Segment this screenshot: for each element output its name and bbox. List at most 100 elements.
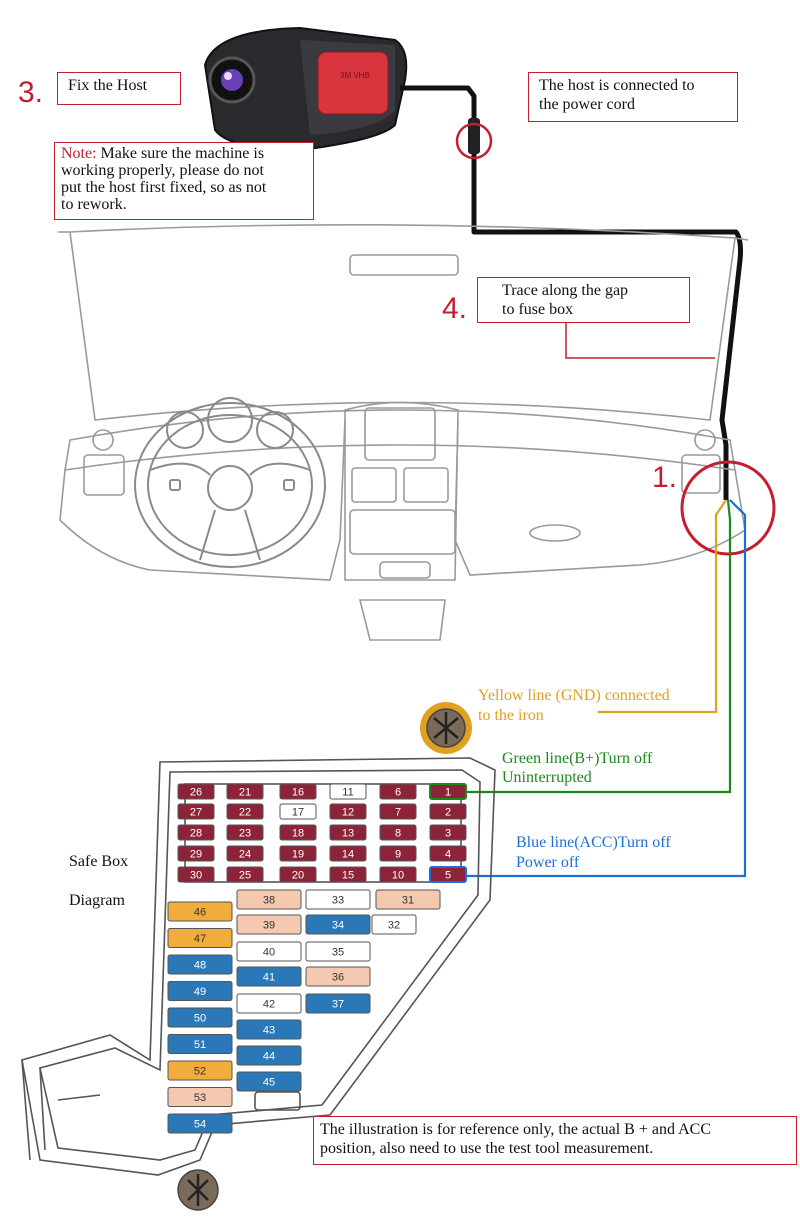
fuse-18 xyxy=(279,824,317,841)
fuse-label-1: 1 xyxy=(445,787,451,799)
fuse-38 xyxy=(236,889,302,910)
yellow-wire xyxy=(598,499,727,714)
fuse-label-28: 28 xyxy=(190,828,202,840)
fuse-51 xyxy=(167,1034,233,1054)
trace-gap-box: Trace along the gap to fuse box xyxy=(477,277,690,323)
note-line-3: put the host first fixed, so as not xyxy=(61,179,267,196)
fuse-label-39: 39 xyxy=(263,920,275,932)
fuse-11 xyxy=(329,783,367,800)
fuse-label-18: 18 xyxy=(292,828,304,840)
disclaimer-line-1: The illustration is for reference only, … xyxy=(320,1121,711,1138)
fuse-label-20: 20 xyxy=(292,870,304,882)
fuse-label-32: 32 xyxy=(388,920,400,932)
step-1-number: 1. xyxy=(652,461,678,494)
fuse-4 xyxy=(429,845,467,862)
fuse-label-50: 50 xyxy=(194,1013,206,1025)
fuse-label-52: 52 xyxy=(194,1066,206,1078)
step-4-number: 4. xyxy=(442,292,468,325)
disclaimer-line-2: position, also need to use the test tool… xyxy=(320,1140,654,1157)
fuse-26 xyxy=(177,783,215,800)
fuse-label-7: 7 xyxy=(395,807,401,819)
fuse-label-42: 42 xyxy=(263,999,275,1011)
fuse-29 xyxy=(177,845,215,862)
fuse-46 xyxy=(167,901,233,922)
fuse-label-12: 12 xyxy=(342,807,354,819)
fuse-5 xyxy=(429,866,467,883)
fuse-label-3: 3 xyxy=(445,828,451,840)
ground-screw-top xyxy=(420,702,472,754)
fuse-6 xyxy=(379,783,417,800)
fuse-13 xyxy=(329,824,367,841)
green-line-label-2: Uninterrupted xyxy=(502,769,592,786)
fuse-19 xyxy=(279,845,317,862)
fuse-1 xyxy=(429,783,467,800)
fuse-label-5: 5 xyxy=(445,870,451,882)
fuse-label-31: 31 xyxy=(402,895,414,907)
fuse-23 xyxy=(226,824,264,841)
power-cord-line-2: the power cord xyxy=(539,96,635,113)
fuse-label-8: 8 xyxy=(395,828,401,840)
svg-text:3M VHB: 3M VHB xyxy=(340,71,370,80)
fuse-16 xyxy=(279,783,317,800)
fuse-label-14: 14 xyxy=(342,849,354,861)
yellow-line-label-2: to the iron xyxy=(478,707,544,724)
fuse-52 xyxy=(167,1060,233,1081)
fuse-label-6: 6 xyxy=(395,787,401,799)
fuse-25 xyxy=(226,866,264,883)
fuse-28 xyxy=(177,824,215,841)
fuse-label-13: 13 xyxy=(342,828,354,840)
fuse-42 xyxy=(236,993,302,1014)
fuse-label-10: 10 xyxy=(392,870,404,882)
fuse-44 xyxy=(236,1045,302,1066)
fuse-access-highlight xyxy=(680,460,776,556)
fuse-label-43: 43 xyxy=(263,1025,275,1037)
green-line-label-1: Green line(B+)Turn off xyxy=(502,750,653,767)
trace-gap-line-2: to fuse box xyxy=(502,301,574,318)
fuse-label-44: 44 xyxy=(263,1051,275,1063)
fuse-label-37: 37 xyxy=(332,999,344,1011)
fuse-33 xyxy=(305,889,371,910)
fuse-label-17: 17 xyxy=(292,807,304,819)
fuse-label-30: 30 xyxy=(190,870,202,882)
fuse-label-36: 36 xyxy=(332,972,344,984)
fuse-label-23: 23 xyxy=(239,828,251,840)
fuse-label-21: 21 xyxy=(239,787,251,799)
yellow-line-label-1: Yellow line (GND) connected xyxy=(478,687,670,704)
fuse-21 xyxy=(226,783,264,800)
connector-highlight xyxy=(455,122,493,160)
fuse-label-27: 27 xyxy=(190,807,202,819)
note-prefix: Note: xyxy=(61,145,97,162)
note-line-2: working properly, please do not xyxy=(61,162,264,179)
fuse-3 xyxy=(429,824,467,841)
fuse-label-22: 22 xyxy=(239,807,251,819)
fuse-36 xyxy=(305,966,371,987)
fuse-17 xyxy=(279,803,317,820)
fuse-7 xyxy=(379,803,417,820)
fuse-31 xyxy=(375,889,441,910)
fuse-20 xyxy=(279,866,317,883)
note-line-4: to rework. xyxy=(61,196,127,213)
fuse-label-51: 51 xyxy=(194,1039,206,1051)
fuse-label-38: 38 xyxy=(263,895,275,907)
fuse-32 xyxy=(371,914,417,935)
fuse-54 xyxy=(167,1113,233,1134)
fuse-10 xyxy=(379,866,417,883)
fuse-label-54: 54 xyxy=(194,1119,206,1131)
power-cord-line-1: The host is connected to xyxy=(539,77,695,94)
fuse-label-46: 46 xyxy=(194,907,206,919)
note-line-1: Make sure the machine is xyxy=(96,145,265,162)
fuse-37 xyxy=(305,993,371,1014)
fuse-34 xyxy=(305,914,371,935)
green-wire xyxy=(466,499,732,794)
blue-line-label-1: Blue line(ACC)Turn off xyxy=(516,834,671,851)
fuse-53 xyxy=(167,1087,233,1107)
fuse-39 xyxy=(236,914,302,935)
fuse-label-19: 19 xyxy=(292,849,304,861)
fuse-43 xyxy=(236,1019,302,1040)
fix-host-box: Fix the Host xyxy=(57,72,181,105)
fuse-label-49: 49 xyxy=(194,986,206,998)
blue-line-label-2: Power off xyxy=(516,854,580,871)
